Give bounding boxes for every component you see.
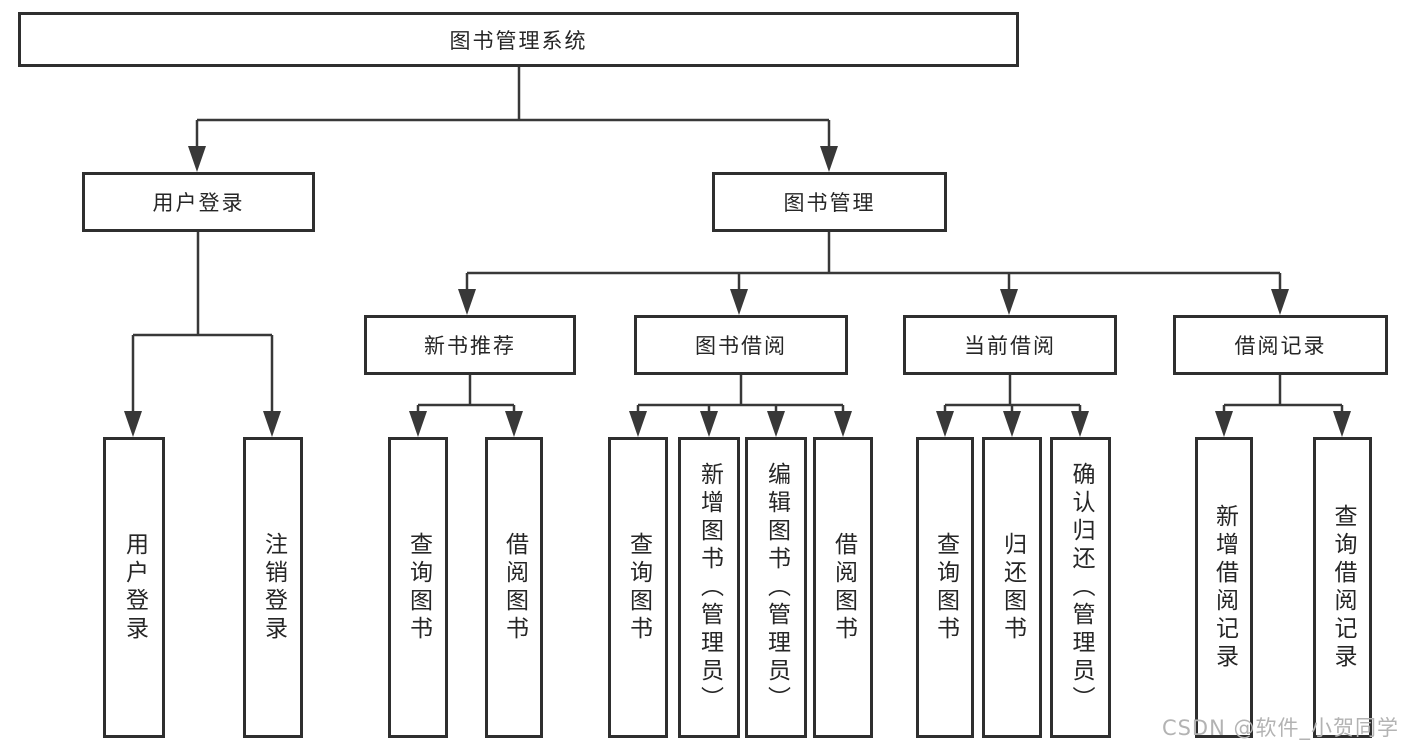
leaf-edit-books-admin: 编辑图书（管理员） bbox=[745, 437, 807, 738]
arrow-down-icon bbox=[124, 411, 142, 437]
connector-records-to-leaves bbox=[1215, 375, 1351, 437]
node-label: 查询图书 bbox=[405, 531, 432, 644]
arrow-down-icon bbox=[767, 411, 785, 437]
arrow-down-icon bbox=[1000, 289, 1018, 315]
connector-newbook-to-leaves bbox=[409, 375, 523, 437]
node-label: 当前借阅 bbox=[964, 334, 1056, 358]
node-label: 用户登录 bbox=[152, 191, 245, 215]
connector-bookmgmt-to-level3 bbox=[458, 232, 1289, 315]
arrow-down-icon bbox=[834, 411, 852, 437]
node-label: 借阅图书 bbox=[501, 531, 528, 644]
node-label: 确认归还（管理员） bbox=[1068, 461, 1094, 714]
node-borrow-records: 借阅记录 bbox=[1173, 315, 1388, 375]
node-label: 新增借阅记录 bbox=[1211, 503, 1238, 672]
leaf-borrow-books: 借阅图书 bbox=[813, 437, 873, 738]
leaf-borrow-books: 借阅图书 bbox=[485, 437, 543, 738]
node-root-system: 图书管理系统 bbox=[18, 12, 1019, 67]
node-label: 借阅图书 bbox=[830, 531, 857, 644]
arrow-down-icon bbox=[188, 146, 206, 172]
arrow-down-icon bbox=[629, 411, 647, 437]
arrow-down-icon bbox=[458, 289, 476, 315]
connector-current-to-leaves bbox=[936, 375, 1089, 437]
connector-root-to-level2 bbox=[188, 67, 838, 172]
leaf-logout: 注销登录 bbox=[243, 437, 303, 738]
arrow-down-icon bbox=[263, 411, 281, 437]
arrow-down-icon bbox=[700, 411, 718, 437]
node-label: 用户登录 bbox=[121, 531, 148, 644]
node-label: 注销登录 bbox=[260, 531, 287, 644]
node-label: 新增图书（管理员） bbox=[696, 461, 723, 714]
node-label: 图书管理 bbox=[783, 191, 876, 215]
arrow-down-icon bbox=[1003, 411, 1021, 437]
leaf-query-books: 查询图书 bbox=[608, 437, 668, 738]
arrow-down-icon bbox=[409, 411, 427, 437]
leaf-query-books: 查询图书 bbox=[916, 437, 974, 738]
node-label: 借阅记录 bbox=[1234, 334, 1327, 358]
csdn-watermark: CSDN @软件_小贺同学 bbox=[1161, 716, 1399, 740]
arrow-down-icon bbox=[1215, 411, 1233, 437]
leaf-add-books-admin: 新增图书（管理员） bbox=[678, 437, 740, 738]
node-label: 查询图书 bbox=[932, 531, 959, 644]
leaf-return-books: 归还图书 bbox=[982, 437, 1042, 738]
node-label: 图书借阅 bbox=[695, 334, 787, 358]
node-label: 新书推荐 bbox=[424, 334, 516, 358]
node-book-management: 图书管理 bbox=[712, 172, 947, 232]
arrow-down-icon bbox=[936, 411, 954, 437]
arrow-down-icon bbox=[505, 411, 523, 437]
connector-borrow-to-leaves bbox=[629, 375, 852, 437]
node-user-login-group: 用户登录 bbox=[82, 172, 315, 232]
node-label: 查询借阅记录 bbox=[1330, 503, 1356, 672]
arrow-down-icon bbox=[820, 146, 838, 172]
leaf-query-borrow-record: 查询借阅记录 bbox=[1313, 437, 1372, 738]
leaf-confirm-return-admin: 确认归还（管理员） bbox=[1050, 437, 1111, 738]
node-new-book-recommend: 新书推荐 bbox=[364, 315, 576, 375]
leaf-user-login: 用户登录 bbox=[103, 437, 165, 738]
arrow-down-icon bbox=[1333, 411, 1351, 437]
node-current-borrow: 当前借阅 bbox=[903, 315, 1117, 375]
arrow-down-icon bbox=[1271, 289, 1289, 315]
leaf-add-borrow-record: 新增借阅记录 bbox=[1195, 437, 1253, 738]
connector-userlogin-to-leaves bbox=[124, 232, 281, 437]
leaf-query-books: 查询图书 bbox=[388, 437, 448, 738]
node-label: 归还图书 bbox=[999, 531, 1026, 644]
arrow-down-icon bbox=[1071, 411, 1089, 437]
node-label: 编辑图书（管理员） bbox=[763, 461, 790, 714]
node-label: 查询图书 bbox=[625, 531, 652, 644]
node-book-borrow: 图书借阅 bbox=[634, 315, 848, 375]
arrow-down-icon bbox=[730, 289, 748, 315]
node-label: 图书管理系统 bbox=[449, 28, 588, 53]
